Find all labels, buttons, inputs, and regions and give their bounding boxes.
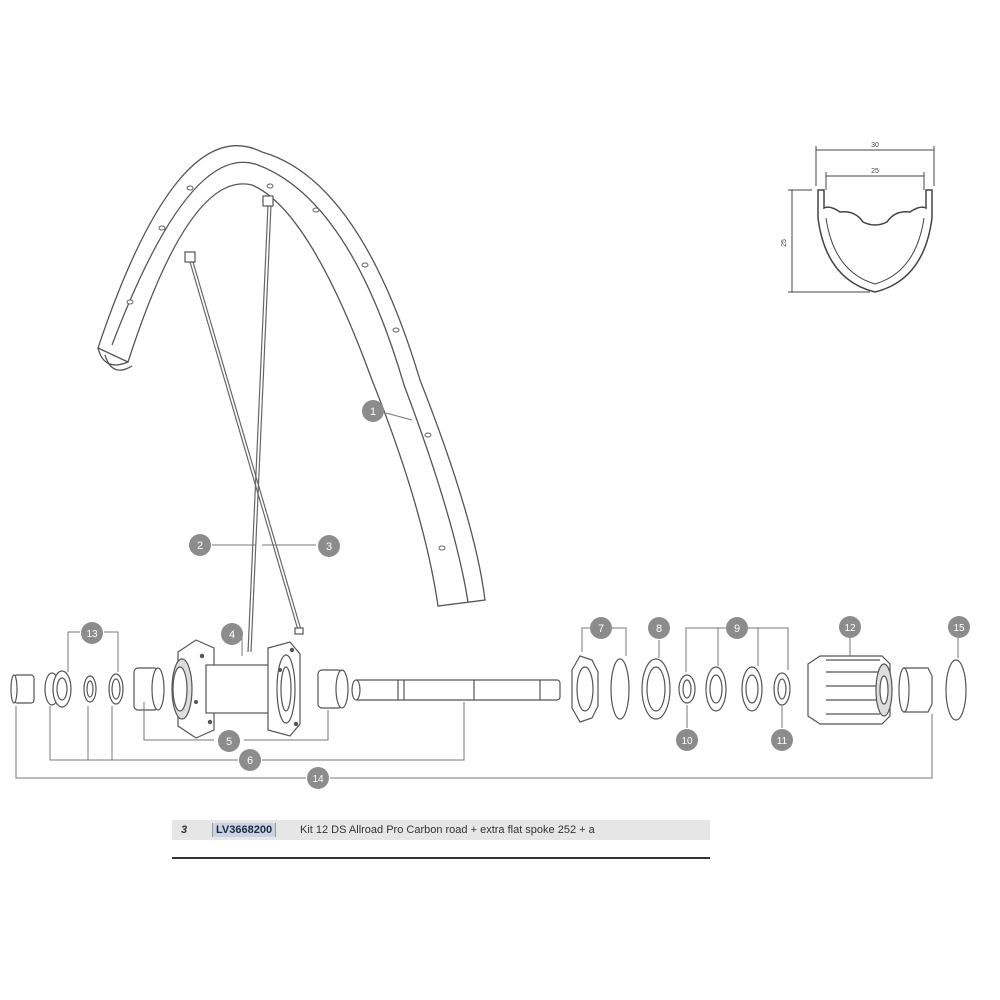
callout-5: 5 xyxy=(218,730,240,752)
end-cap-left xyxy=(10,674,35,704)
spoke-b xyxy=(189,261,299,631)
svg-text:9: 9 xyxy=(734,623,740,635)
part-description: Kit 12 DS Allroad Pro Carbon road + extr… xyxy=(300,824,595,836)
bearing-13 xyxy=(44,670,124,708)
svg-text:6: 6 xyxy=(247,755,253,767)
svg-text:5: 5 xyxy=(226,736,232,748)
profile-inner-width: 25 xyxy=(871,168,879,175)
callout-6: 6 xyxy=(239,749,261,771)
callout-15: 15 xyxy=(948,616,970,638)
callout-1: 1 xyxy=(362,400,384,422)
spoke-a xyxy=(247,204,269,653)
bearing-right xyxy=(317,669,349,709)
callout-14: 14 xyxy=(307,767,329,789)
table-divider xyxy=(172,857,710,859)
svg-text:7: 7 xyxy=(598,623,604,635)
callout-7: 7 xyxy=(590,617,612,639)
freehub-body-12 xyxy=(807,655,893,725)
callout-9: 9 xyxy=(726,617,748,639)
hub-assembly xyxy=(10,639,967,739)
svg-text:13: 13 xyxy=(86,629,98,640)
end-cap-right xyxy=(898,667,933,713)
svg-text:8: 8 xyxy=(656,623,662,635)
callout-12: 12 xyxy=(839,616,861,638)
parts-table-row: 3 LV3668200 Kit 12 DS Allroad Pro Carbon… xyxy=(172,820,710,840)
leader-lines xyxy=(15,412,959,779)
callout-markers: 1 2 3 4 5 6 7 8 9 10 11 12 13 14 15 xyxy=(81,400,970,789)
svg-text:11: 11 xyxy=(777,736,788,747)
rim xyxy=(97,145,486,607)
callout-10: 10 xyxy=(676,729,698,751)
svg-text:15: 15 xyxy=(953,623,965,634)
drive-ring-7 xyxy=(571,655,630,723)
spacer-10 xyxy=(678,674,696,704)
seal-8 xyxy=(641,658,671,720)
part-number: 3 xyxy=(181,824,188,836)
spokes xyxy=(184,195,304,653)
svg-text:14: 14 xyxy=(312,774,324,785)
callout-4: 4 xyxy=(221,623,243,645)
o-ring-15 xyxy=(945,659,967,721)
bearing-11 xyxy=(773,672,791,706)
callout-8: 8 xyxy=(648,617,670,639)
svg-text:4: 4 xyxy=(229,629,235,641)
callout-11: 11 xyxy=(771,729,793,751)
profile-height: 25 xyxy=(781,239,788,247)
hub-body xyxy=(171,639,301,739)
profile-outer-width: 30 xyxy=(871,142,879,149)
spacer-left xyxy=(133,667,165,711)
pawl-ring-9 xyxy=(705,666,763,712)
callout-13: 13 xyxy=(81,622,103,644)
svg-text:3: 3 xyxy=(326,541,332,553)
svg-text:2: 2 xyxy=(197,540,203,552)
part-reference[interactable]: LV3668200 xyxy=(212,823,277,837)
callout-3: 3 xyxy=(318,535,340,557)
axle xyxy=(351,679,561,701)
rim-profile: 30 25 25 xyxy=(781,142,935,293)
svg-text:10: 10 xyxy=(681,736,693,747)
callout-2: 2 xyxy=(189,534,211,556)
svg-text:12: 12 xyxy=(844,623,856,634)
svg-text:1: 1 xyxy=(370,406,376,418)
